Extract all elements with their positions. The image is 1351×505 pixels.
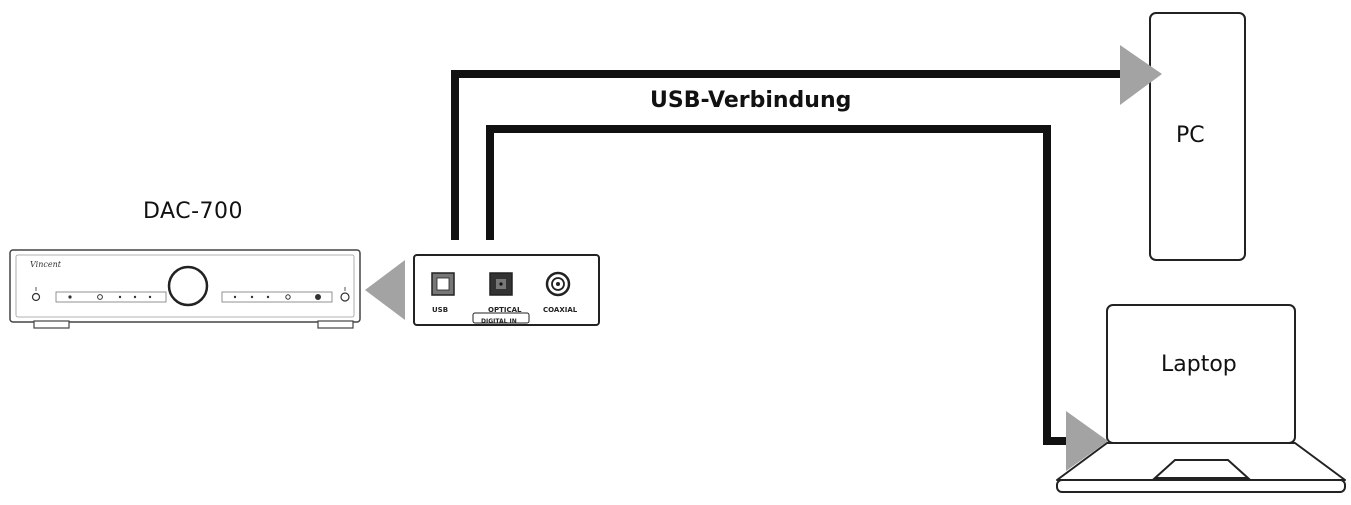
pc-usb-cable <box>451 70 1120 240</box>
dac-arrow-icon <box>365 260 405 320</box>
laptop-label: Laptop <box>1161 352 1237 377</box>
laptop-usb-cable <box>486 125 1066 445</box>
optical-port-label: OPTICAL <box>488 306 522 314</box>
coaxial-port-label: COAXIAL <box>543 306 578 314</box>
brand-logo: Vincent <box>30 260 61 269</box>
pc-label: PC <box>1176 123 1205 148</box>
rear-panel <box>413 254 600 326</box>
laptop-arrow-icon <box>1066 411 1108 471</box>
digital-in-label: DIGITAL IN <box>481 318 517 325</box>
dac-700-front <box>9 249 361 329</box>
volume-knob-icon <box>167 265 209 307</box>
usb-port-label: USB <box>432 306 449 314</box>
pc-arrow-icon <box>1120 45 1162 105</box>
connection-label: USB-Verbindung <box>650 88 852 113</box>
pc-tower <box>1149 12 1246 261</box>
dac-label: DAC-700 <box>143 199 244 224</box>
laptop-icon <box>1056 304 1346 493</box>
